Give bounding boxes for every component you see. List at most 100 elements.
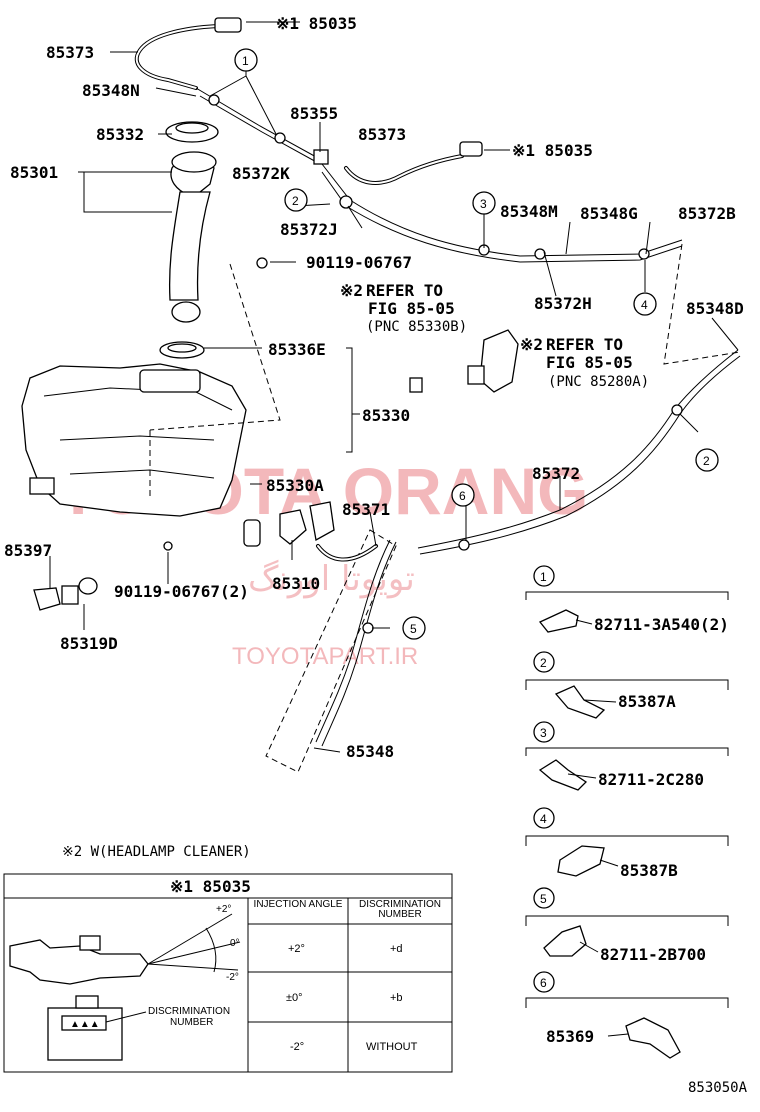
legend-part-2: 85387A	[618, 692, 676, 711]
svg-text:FIG 85-05: FIG 85-05	[546, 353, 633, 372]
svg-text:REFER TO: REFER TO	[546, 335, 623, 354]
callout-6: 6	[451, 483, 475, 507]
label-85371: 85371	[342, 500, 390, 519]
legend-item-4: 4 85387B	[525, 807, 729, 880]
label-85355: 85355	[290, 104, 338, 123]
hose-assembly-upper	[134, 17, 683, 263]
svg-text:(PNC 85330B): (PNC 85330B)	[366, 319, 467, 335]
table-title: ※1 85035	[170, 877, 251, 896]
svg-text:(PNC 85280A): (PNC 85280A)	[548, 374, 649, 390]
label-90119-bot: 90119-06767(2)	[114, 582, 249, 601]
watermark-site: TOYOTAPART.IR	[232, 643, 418, 670]
legend-item-1: 1 82711-3A540(2)	[525, 565, 729, 634]
svg-text:※2: ※2	[520, 335, 543, 354]
legend-part-5: 82711-2B700	[600, 945, 706, 964]
injection-angle-table: ※1 85035 INJECTION ANGLE DISCRIMINATION …	[3, 873, 453, 1073]
label-85319D: 85319D	[60, 634, 118, 653]
label-85330A: 85330A	[266, 476, 324, 495]
label-90119-top: 90119-06767	[306, 253, 412, 272]
label-85348: 85348	[346, 742, 394, 761]
hose-85372	[417, 349, 741, 555]
label-85348N: 85348N	[82, 81, 140, 100]
svg-text:2: 2	[292, 194, 299, 208]
row-number-2: +b	[390, 992, 403, 1004]
callout-4: 4	[633, 292, 657, 316]
row-angle-3: -2°	[290, 1041, 304, 1053]
nozzle-angle-drawing: +2° 0° -2° ▲▲▲ DISCRIMINATION NUMBER	[9, 904, 241, 1061]
leader-lines	[49, 21, 739, 753]
disc-label-1: DISCRIMINATION	[148, 1006, 230, 1017]
label-85348G: 85348G	[580, 204, 638, 223]
svg-text:2: 2	[703, 454, 710, 468]
callout-2-right: 2	[695, 448, 719, 472]
label-85301: 85301	[10, 163, 58, 182]
svg-text:4: 4	[641, 298, 648, 312]
col-discrimination-number: DISCRIMINATION NUMBER	[358, 900, 442, 920]
legend-part-3: 82711-2C280	[598, 770, 704, 789]
callout-1: 1	[234, 48, 258, 72]
connector-icon	[313, 149, 329, 165]
row-number-3: WITHOUT	[366, 1041, 418, 1053]
label-85397: 85397	[4, 541, 52, 560]
svg-text:REFER TO: REFER TO	[366, 281, 443, 300]
callout-2-upper: 2	[284, 188, 308, 212]
hose-85348	[265, 529, 397, 773]
dashed-guide	[663, 243, 741, 365]
svg-text:6: 6	[459, 489, 466, 503]
angle-plus-2: +2°	[216, 904, 231, 915]
nozzle-icon	[214, 17, 242, 33]
legend-item-6: 6 85369	[525, 971, 729, 1059]
svg-text:※2: ※2	[340, 281, 363, 300]
headlamp-cleaner-note: ※2 W(HEADLAMP CLEANER)	[62, 844, 251, 860]
pump-parts	[33, 329, 519, 611]
legend-part-6: 85369	[546, 1027, 594, 1046]
row-number-1: +d	[390, 943, 403, 955]
nozzle-icon	[459, 141, 483, 157]
label-85310: 85310	[272, 574, 320, 593]
figure-id: 853050A	[688, 1080, 748, 1096]
refer-note-85330B: ※2 REFER TO FIG 85-05 (PNC 85330B)	[340, 281, 467, 335]
legend-item-3: 3 82711-2C280	[525, 721, 729, 791]
svg-text:3: 3	[540, 726, 547, 740]
svg-text:1: 1	[540, 570, 547, 584]
label-85332: 85332	[96, 125, 144, 144]
svg-text:4: 4	[540, 812, 547, 826]
disc-label-2: NUMBER	[170, 1017, 213, 1028]
label-85373-mid: 85373	[358, 125, 406, 144]
svg-text:5: 5	[540, 892, 547, 906]
svg-text:FIG 85-05: FIG 85-05	[368, 299, 455, 318]
label-85372J: 85372J	[280, 220, 338, 239]
svg-text:3: 3	[480, 197, 487, 211]
callout-5: 5	[402, 616, 426, 640]
label-85372K: 85372K	[232, 164, 290, 183]
label-85336E: 85336E	[268, 340, 326, 359]
angle-0: 0°	[230, 938, 240, 949]
row-angle-2: ±0°	[286, 992, 303, 1004]
label-85373-top: 85373	[46, 43, 94, 62]
svg-text:2: 2	[540, 656, 547, 670]
label-85348M: 85348M	[500, 202, 558, 221]
angle-minus-2: -2°	[226, 972, 239, 983]
label-85372B: 85372B	[678, 204, 736, 223]
label-85372: 85372	[532, 464, 580, 483]
refer-note-85280A: ※2 REFER TO FIG 85-05 (PNC 85280A)	[520, 335, 649, 390]
svg-text:6: 6	[540, 976, 547, 990]
legend-item-2: 2 85387A	[525, 651, 729, 719]
label-85372H: 85372H	[534, 294, 592, 313]
legend-item-5: 5 82711-2B700	[525, 887, 729, 964]
label-85330: 85330	[362, 406, 410, 425]
col-injection-angle: INJECTION ANGLE	[253, 900, 343, 910]
legend-part-4: 85387B	[620, 861, 678, 880]
legend: 1 82711-3A540(2) 2 85387A 3 82711-2C280	[525, 565, 729, 1059]
callout-3: 3	[472, 191, 496, 215]
svg-text:1: 1	[242, 54, 249, 68]
label-85035-mid: ※1 85035	[512, 141, 593, 160]
label-85348D: 85348D	[686, 299, 744, 318]
svg-text:5: 5	[410, 622, 417, 636]
row-angle-1: +2°	[288, 943, 305, 955]
washer-tank	[21, 121, 281, 517]
legend-part-1: 82711-3A540(2)	[594, 615, 729, 634]
label-85035-top: ※1 85035	[276, 14, 357, 33]
svg-text:▲▲▲: ▲▲▲	[70, 1019, 100, 1030]
